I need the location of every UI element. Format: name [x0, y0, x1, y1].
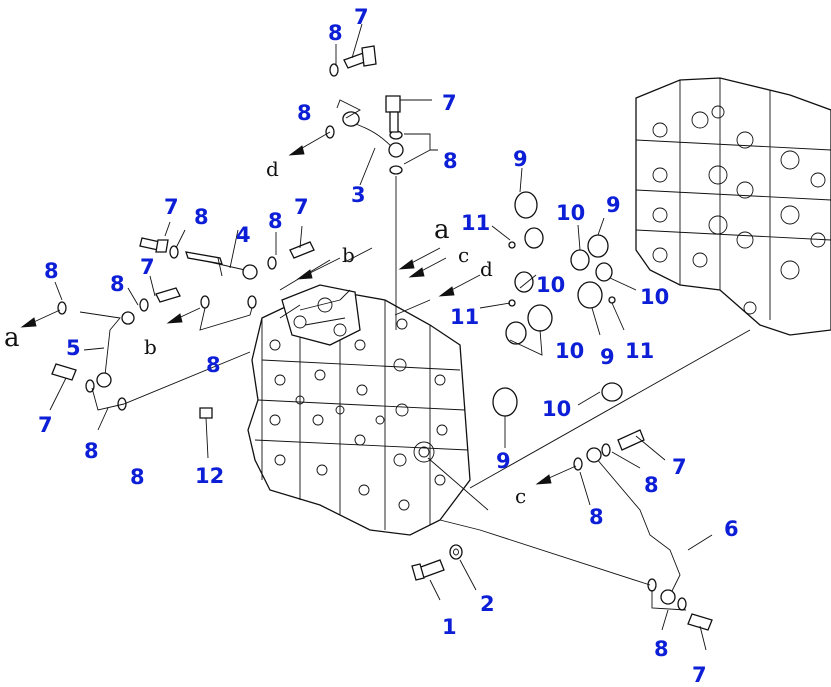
- callout-8: 8: [84, 439, 99, 463]
- bolt-right-1: [617, 429, 645, 451]
- bolt-top-2: [385, 95, 401, 133]
- callout-8: 8: [268, 209, 283, 233]
- callout-10: 10: [542, 397, 571, 421]
- letter-b-left: b: [144, 335, 157, 359]
- callout-6: 6: [724, 517, 739, 541]
- callout-7: 7: [354, 5, 369, 29]
- callout-8: 8: [194, 205, 209, 229]
- callout-7: 7: [164, 195, 179, 219]
- callout-7: 7: [140, 255, 155, 279]
- callout-8: 8: [110, 272, 125, 296]
- letter-d-top: d: [266, 157, 279, 181]
- callout-5: 5: [66, 336, 81, 360]
- callout-1: 1: [442, 615, 457, 639]
- reference-letters: d a b c d a b c: [4, 157, 526, 508]
- bolt-far-left: [51, 363, 77, 381]
- washer-2: [449, 544, 463, 560]
- callout-7: 7: [442, 91, 457, 115]
- callout-12: 12: [195, 464, 224, 488]
- orings-cluster: [492, 191, 623, 417]
- callout-8: 8: [130, 465, 145, 489]
- callout-9: 9: [513, 147, 528, 171]
- bolt-right-2: [687, 613, 713, 631]
- bolt-left-2: [289, 241, 315, 259]
- right-valve-body: [635, 77, 831, 336]
- letter-b-mid: b: [342, 243, 355, 267]
- callout-9: 9: [496, 449, 511, 473]
- letter-a-mid: a: [434, 215, 450, 245]
- letter-d-mid: d: [480, 257, 493, 281]
- callout-8: 8: [589, 505, 604, 529]
- callout-8: 8: [328, 21, 343, 45]
- main-valve-body: [247, 284, 471, 536]
- callout-4: 4: [236, 223, 251, 247]
- callout-3: 3: [351, 183, 366, 207]
- callout-11: 11: [461, 211, 490, 235]
- tube-3: [325, 111, 404, 330]
- callout-7: 7: [672, 455, 687, 479]
- bolt-1: [411, 559, 445, 581]
- callout-9: 9: [600, 345, 615, 369]
- callout-7: 7: [692, 663, 707, 687]
- letter-c-mid: c: [458, 243, 469, 267]
- bolt-left-3: [139, 287, 181, 312]
- bolt-left-1: [139, 237, 169, 253]
- callout-9: 9: [606, 193, 621, 217]
- callout-8: 8: [206, 353, 221, 377]
- callouts: 7 8 7 8 8 3 9 11 10 9 10 10 11 10 9 11 7…: [38, 5, 739, 687]
- callout-10: 10: [555, 339, 584, 363]
- tube-4: [169, 245, 277, 280]
- letter-c-bottom: c: [515, 484, 526, 508]
- callout-7: 7: [38, 413, 53, 437]
- oring-mid-1: [200, 295, 210, 309]
- callout-8: 8: [654, 637, 669, 661]
- callout-8: 8: [644, 473, 659, 497]
- callout-10: 10: [536, 273, 565, 297]
- callout-2: 2: [480, 592, 495, 616]
- plug-12: [199, 407, 213, 419]
- tube-6: [573, 443, 687, 611]
- leader-lines: [20, 23, 751, 651]
- callout-7: 7: [294, 195, 309, 219]
- callout-10: 10: [640, 285, 669, 309]
- tube-5: [57, 301, 135, 411]
- callout-11: 11: [450, 305, 479, 329]
- callout-10: 10: [556, 201, 585, 225]
- callout-8: 8: [44, 259, 59, 283]
- bolt-top-1: [329, 45, 377, 77]
- callout-8: 8: [443, 149, 458, 173]
- callout-11: 11: [625, 339, 654, 363]
- letter-a-left: a: [4, 323, 20, 353]
- callout-8: 8: [297, 101, 312, 125]
- oring-mid-2: [247, 295, 257, 309]
